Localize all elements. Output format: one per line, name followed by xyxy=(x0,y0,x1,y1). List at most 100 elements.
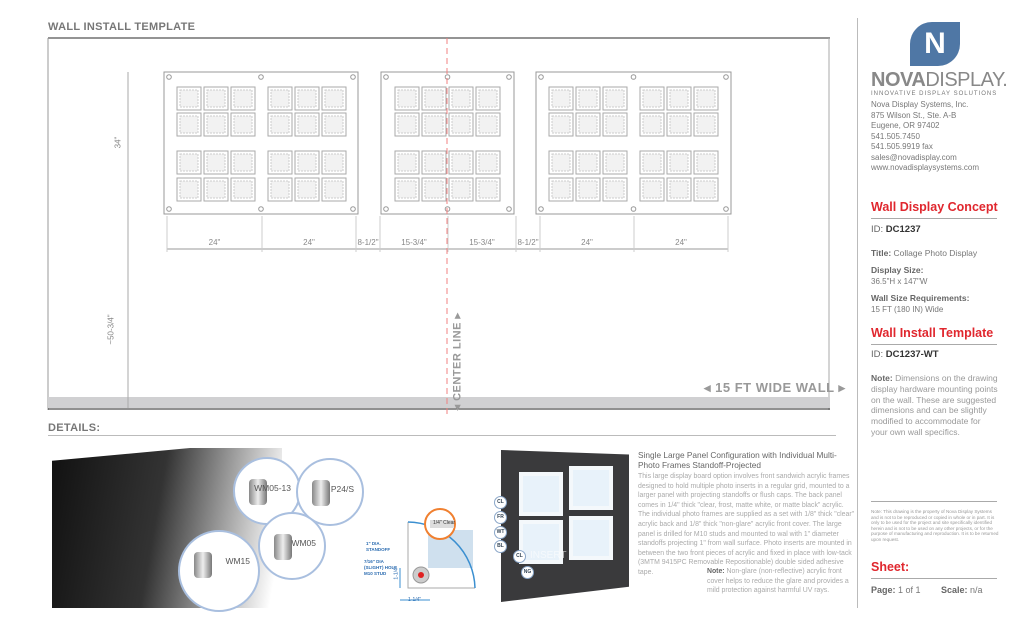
photo-insert xyxy=(397,180,417,199)
standoff-icon xyxy=(274,534,292,560)
photo-insert xyxy=(669,89,689,108)
note-label: Note: xyxy=(707,568,725,575)
photo-insert xyxy=(297,115,317,134)
photo-insert xyxy=(669,115,689,134)
hardware-callout: WM15 xyxy=(178,530,260,612)
details-heading: DETAILS: xyxy=(48,422,101,434)
photo-insert xyxy=(297,153,317,172)
page-title: WALL INSTALL TEMPLATE xyxy=(48,21,196,33)
standoff-point xyxy=(166,74,172,80)
dimension-label: 24" xyxy=(208,238,221,247)
photo-insert xyxy=(324,153,344,172)
standoff-point xyxy=(383,206,389,212)
photo-insert xyxy=(206,153,226,172)
address-line-1: 875 Wilson St., Ste. A-B xyxy=(871,110,957,120)
hardware-label: WM05 xyxy=(291,538,316,548)
photo-insert xyxy=(642,180,662,199)
panel-height-label: 34" xyxy=(113,136,123,149)
template-id: ID: DC1237-WT xyxy=(871,349,999,361)
dimension-label: 15-3/4" xyxy=(469,238,495,247)
photo-insert xyxy=(324,180,344,199)
photo-insert xyxy=(578,89,598,108)
photo-insert xyxy=(478,153,498,172)
photo-insert xyxy=(451,180,471,199)
note-text: Non-glare (non-reflective) acrylic front… xyxy=(707,568,849,595)
photo-insert xyxy=(270,89,290,108)
size-field: Display Size:36.5"H x 147"W xyxy=(871,265,999,287)
legal-note: Note: This drawing is the property of No… xyxy=(871,509,999,542)
page-field: Page: 1 of 1 xyxy=(871,585,999,596)
website-link[interactable]: www.novadisplaysystems.com xyxy=(871,163,980,172)
standoff-point xyxy=(350,74,356,80)
acrylic-frame xyxy=(569,516,613,560)
standoff-icon xyxy=(194,552,212,578)
photo-insert xyxy=(233,153,253,172)
photo-insert xyxy=(605,89,625,108)
finish-badge: CL xyxy=(494,496,507,509)
tagline: INNOVATIVE DISPLAY SOLUTIONS xyxy=(871,91,998,97)
photo-insert xyxy=(605,115,625,134)
id-label: ID: xyxy=(871,349,884,360)
wall-width-label: ◂ 15 FT WIDE WALL ▸ xyxy=(704,380,846,395)
title-value: Collage Photo Display xyxy=(893,248,978,258)
photo-insert xyxy=(424,115,444,134)
photo-insert xyxy=(233,180,253,199)
title-label: Title: xyxy=(871,248,892,258)
wall-width-text: 15 FT WIDE WALL xyxy=(715,380,835,395)
photo-insert xyxy=(605,180,625,199)
standoff-label: 1" DIA. STANDOFF xyxy=(366,541,391,552)
acrylic-frame xyxy=(569,466,613,510)
photo-insert xyxy=(478,89,498,108)
photo-insert xyxy=(551,180,571,199)
photo-insert xyxy=(696,115,716,134)
acrylic-frame xyxy=(519,472,563,516)
dimension-label: 15-3/4" xyxy=(401,238,427,247)
photo-insert xyxy=(397,89,417,108)
photo-insert xyxy=(551,153,571,172)
wall-label: Wall Size Requirements: xyxy=(871,293,970,303)
dimension-label: 24" xyxy=(581,238,593,247)
page-label: Page: xyxy=(871,585,896,595)
photo-insert xyxy=(233,89,253,108)
photo-insert xyxy=(179,153,199,172)
photo-insert xyxy=(397,115,417,134)
details-divider xyxy=(48,435,836,436)
template-note: Note: Dimensions on the drawing display … xyxy=(871,373,999,438)
phone: 541.505.7450 xyxy=(871,131,920,141)
insert-label: INSERT xyxy=(530,550,567,561)
details-title: Single Large Panel Configuration with In… xyxy=(638,450,837,470)
standoff-point xyxy=(506,74,512,80)
wall-height-label: ~50-3/4" xyxy=(106,314,116,345)
photo-insert xyxy=(324,115,344,134)
photo-insert xyxy=(297,180,317,199)
photo-insert xyxy=(206,89,226,108)
standoff-point xyxy=(630,74,637,80)
hardware-label: P24/S xyxy=(330,484,354,494)
wall-value: 15 FT (180 IN) Wide xyxy=(871,304,944,314)
concept-id: ID: DC1237 xyxy=(871,224,999,236)
photo-insert xyxy=(424,180,444,199)
page-value: 1 of 1 xyxy=(898,585,921,595)
standoff-point xyxy=(258,74,264,80)
photo-insert xyxy=(179,89,199,108)
scale-label: Scale: xyxy=(941,585,968,595)
photo-insert xyxy=(297,89,317,108)
dimension-label: 8-1/2" xyxy=(517,238,539,247)
note-text: Dimensions on the drawing display hardwa… xyxy=(871,373,998,437)
standoff-point xyxy=(350,206,356,212)
photo-insert xyxy=(451,153,471,172)
photo-insert xyxy=(578,180,598,199)
id-label: ID: xyxy=(871,224,884,235)
standoff-point xyxy=(723,74,729,80)
vertical-dim-label: 1-1/4" xyxy=(393,566,400,580)
template-heading: Wall Install Template xyxy=(871,326,994,340)
sheet-heading: Sheet: xyxy=(871,560,910,574)
logo-wordmark: NOVADISPLAY. xyxy=(871,70,1021,90)
photo-insert xyxy=(270,180,290,199)
photo-insert xyxy=(605,153,625,172)
dimension-label: 8-1/2" xyxy=(357,238,379,247)
photo-insert xyxy=(551,115,571,134)
photo-insert xyxy=(324,89,344,108)
email-link[interactable]: sales@novadisplay.com xyxy=(871,152,957,162)
size-label: Display Size: xyxy=(871,265,924,275)
